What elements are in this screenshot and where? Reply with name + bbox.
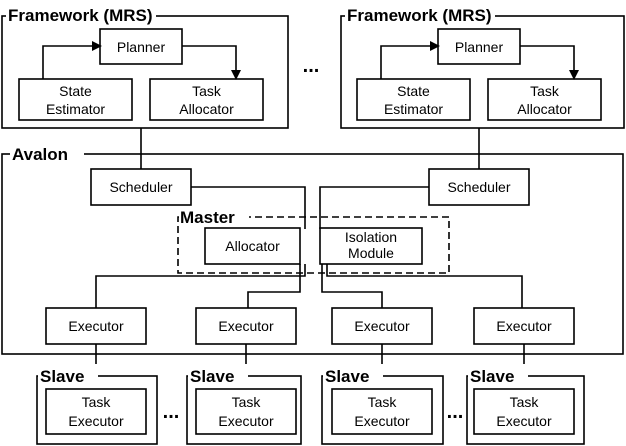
slaves: Slave Task Executor ... Slave Task Execu… [36,344,585,445]
framework-2-task-allocator-line1: Task [530,83,560,99]
slave-2-task-executor-line2: Executor [218,413,274,429]
master-frame [177,216,450,274]
link-master-executor-4 [326,264,523,308]
master-isolation-module-line1: Isolation [345,229,397,245]
master-allocator-label: Allocator [225,238,280,254]
slave-ellipsis-1: ... [163,401,180,423]
link-master-executor-3 [321,264,383,308]
executor-4-label: Executor [496,318,552,334]
framework-2: Framework (MRS) Planner State Estimator … [340,3,625,129]
framework-1-state-estimator-line2: Estimator [46,101,105,117]
slave-3-title: Slave [325,367,369,386]
slave-ellipsis-2: ... [447,401,464,423]
avalon-title: Avalon [12,145,68,164]
executor-2 [195,307,297,345]
slave-2-title: Slave [190,367,234,386]
slave-1-task-executor-line2: Executor [68,413,124,429]
slave-1-task-executor-line1: Task [82,394,112,410]
slave-3-task-executor-line1: Task [368,394,398,410]
framework-1-planner-label: Planner [117,39,166,55]
slave-1-title: Slave [40,367,84,386]
framework-2-planner-label: Planner [455,39,504,55]
master-allocator [204,227,301,265]
framework-2-state-estimator [356,78,471,121]
framework-ellipsis: ... [303,55,320,77]
framework-1-title: Framework (MRS) [8,6,153,25]
slave-4-title: Slave [470,367,514,386]
framework-2-arrow-planner-allocator [520,45,579,80]
executor-1-label: Executor [68,318,124,334]
framework-1: Framework (MRS) Planner State Estimator … [1,3,289,129]
executor-2-label: Executor [218,318,274,334]
link-master-executor-2 [247,264,301,308]
link-scheduler-1-master [191,186,306,229]
master-isolation-module [319,227,423,265]
executor-3-label: Executor [354,318,410,334]
framework-1-planner [99,28,183,65]
framework-1-arrow-planner-allocator [182,45,241,80]
slave-3-task-executor [331,388,433,435]
framework-1-state-estimator [18,78,133,121]
framework-2-task-allocator [487,78,602,121]
avalon: Avalon Scheduler Scheduler Master Alloca… [1,128,624,355]
scheduler-2-label: Scheduler [447,179,510,195]
link-scheduler-2-master [319,186,429,229]
framework-2-task-allocator-line2: Allocator [517,101,572,117]
framework-1-state-estimator-line1: State [59,83,92,99]
framework-2-state-estimator-line1: State [397,83,430,99]
framework-1-task-allocator-line2: Allocator [179,101,234,117]
scheduler-1-label: Scheduler [109,179,172,195]
slave-3-task-executor-line2: Executor [354,413,410,429]
framework-1-task-allocator-line1: Task [192,83,222,99]
slave-2-task-executor [195,388,297,435]
framework-2-title: Framework (MRS) [347,6,492,25]
slave-2-task-executor-line1: Task [232,394,262,410]
slave-4-task-executor-line1: Task [510,394,540,410]
master-isolation-module-line2: Module [348,245,394,261]
executor-1 [45,307,147,345]
framework-2-arrow-estimator-planner [380,41,440,79]
master-title: Master [180,208,235,227]
slave-4-task-executor [473,388,575,435]
slave-4-task-executor-line2: Executor [496,413,552,429]
slave-1-task-executor [45,388,147,435]
framework-2-state-estimator-line2: Estimator [384,101,443,117]
framework-1-arrow-estimator-planner [42,41,102,79]
framework-1-task-allocator [149,78,264,121]
executor-4 [473,307,575,345]
link-master-executor-1 [95,264,306,308]
